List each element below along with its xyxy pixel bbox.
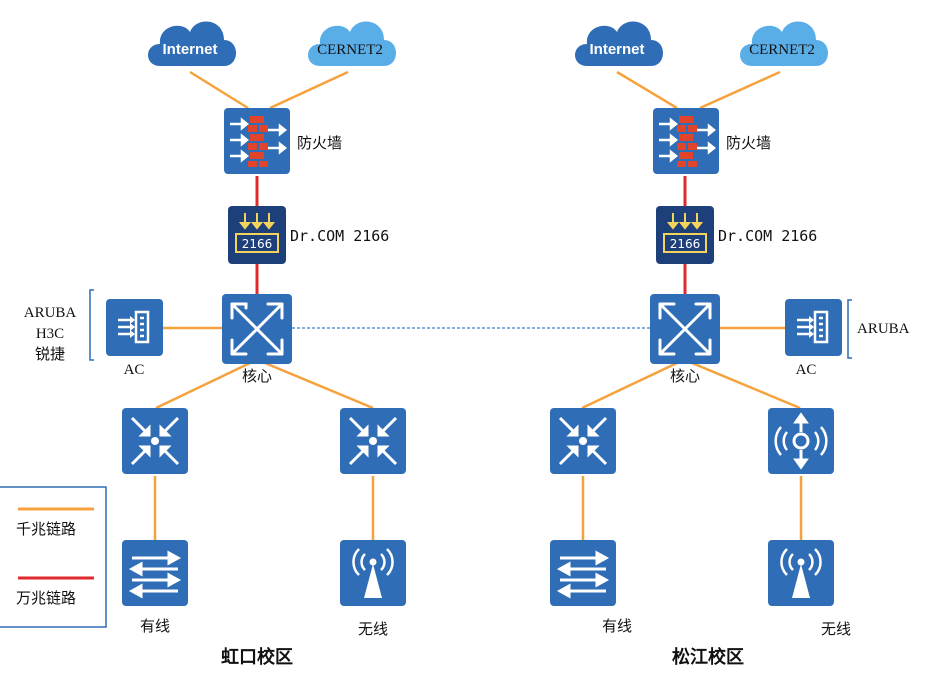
ac-vendor-aruba: ARUBA — [857, 321, 910, 337]
wireless-ap-icon — [768, 540, 834, 606]
vendor-bracket — [847, 299, 852, 359]
wireless-ap-icon — [340, 540, 406, 606]
firewall-label: 防火墙 — [726, 134, 771, 152]
firewall-label: 防火墙 — [297, 134, 342, 152]
core-label: 核心 — [242, 367, 272, 385]
hongkou-campus: Internet CERNET2 防火墙 — [24, 21, 406, 668]
wireless-label: 无线 — [358, 620, 388, 638]
access-switch-icon — [122, 540, 188, 606]
cernet2-cloud-icon: CERNET2 — [308, 21, 396, 66]
core-switch-icon — [222, 294, 292, 364]
firewall-icon — [653, 108, 719, 174]
firewall-icon — [224, 108, 290, 174]
wired-label: 有线 — [602, 617, 632, 635]
ac-label: AC — [796, 362, 817, 378]
wired-label: 有线 — [140, 617, 170, 635]
ac-vendor-h3c: H3C — [36, 326, 64, 342]
wireless-hub-icon — [768, 408, 834, 474]
link-hk-core-agg-right — [264, 361, 374, 410]
link-hk-cernet-firewall — [269, 70, 349, 110]
link-sj-cernet-firewall — [699, 70, 781, 110]
legend-ten-gigabit-label: 万兆链路 — [16, 589, 76, 607]
ac-vendor-ruijie: 锐捷 — [35, 345, 65, 363]
auth-gateway-label: Dr.COM 2166 — [718, 227, 817, 245]
auth-gateway-icon: 2166 — [228, 206, 286, 264]
ac-vendor-aruba: ARUBA — [24, 305, 77, 321]
internet-label: Internet — [589, 41, 644, 58]
aggregation-switch-icon — [340, 408, 406, 474]
cernet2-label: CERNET2 — [317, 42, 383, 58]
link-sj-core-agg-right — [691, 361, 801, 410]
link-hk-core-agg-left — [155, 361, 251, 410]
campus-name: 松江校区 — [672, 646, 744, 668]
campus-name: 虹口校区 — [221, 646, 293, 668]
internet-cloud-icon: Internet — [575, 21, 663, 66]
aggregation-switch-icon — [550, 408, 616, 474]
link-sj-core-agg-left — [581, 361, 678, 410]
cernet2-cloud-icon: CERNET2 — [740, 21, 828, 66]
legend-gigabit-label: 千兆链路 — [16, 520, 76, 538]
aggregation-switch-icon — [122, 408, 188, 474]
cernet2-label: CERNET2 — [749, 42, 815, 58]
access-switch-icon — [550, 540, 616, 606]
internet-cloud-icon: Internet — [148, 21, 236, 66]
ac-label: AC — [124, 362, 145, 378]
internet-label: Internet — [162, 41, 217, 58]
legend-frame — [0, 486, 107, 628]
ac-controller-icon — [106, 299, 163, 356]
core-label: 核心 — [670, 367, 700, 385]
auth-device-text: 2166 — [670, 237, 701, 251]
legend: 千兆链路 万兆链路 — [0, 486, 107, 628]
wireless-label: 无线 — [821, 620, 851, 638]
auth-gateway-icon: 2166 — [656, 206, 714, 264]
auth-device-text: 2166 — [242, 237, 273, 251]
link-hk-internet-firewall — [189, 70, 249, 110]
links — [153, 70, 803, 540]
songjiang-campus: Internet CERNET2 防火墙 — [550, 21, 910, 668]
vendor-bracket — [89, 289, 94, 361]
link-sj-internet-firewall — [616, 70, 678, 110]
ac-controller-icon — [785, 299, 842, 356]
core-switch-icon — [650, 294, 720, 364]
auth-gateway-label: Dr.COM 2166 — [290, 227, 389, 245]
